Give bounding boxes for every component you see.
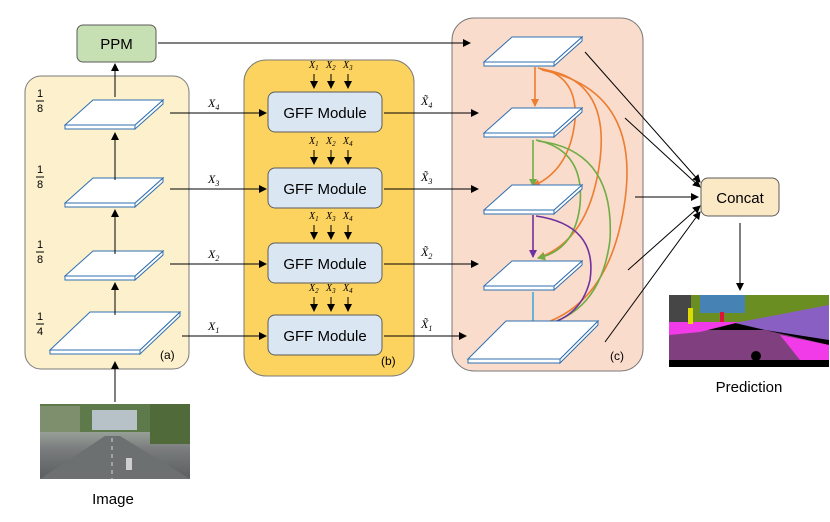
scale-fraction: 18	[36, 164, 44, 191]
output-feature-label: X̃3	[420, 170, 432, 186]
gate-input-label: X4	[342, 211, 353, 223]
panel-a-label: (a)	[160, 348, 175, 362]
gff-module-box	[267, 91, 383, 133]
input-feature-label: X3	[207, 172, 219, 188]
gate-input-label: X3	[325, 211, 336, 223]
scale-den: 8	[37, 103, 43, 115]
gate-input-label: X1	[308, 136, 319, 148]
scale-num: 1	[37, 88, 43, 100]
panel-b	[243, 59, 415, 377]
input-feature-label: X2	[207, 247, 219, 263]
input-feature-label: X1	[207, 319, 219, 335]
fusion-curves	[529, 67, 628, 337]
gate-input-label: X4	[342, 136, 353, 148]
image-caption: Image	[92, 491, 134, 508]
fused-map-2	[482, 183, 584, 216]
ppm-box	[76, 24, 157, 63]
scale-den: 8	[37, 179, 43, 191]
panel-b-label: (b)	[381, 354, 396, 368]
ppm-label: PPM	[100, 36, 133, 53]
fused-map-3	[482, 259, 584, 292]
fused-map-0	[482, 35, 584, 68]
gff-module-box	[267, 314, 383, 356]
gff-module-label: GFF Module	[283, 181, 366, 198]
scale-fraction: 18	[36, 88, 44, 115]
gff-module-box	[267, 242, 383, 284]
fused-map-1	[482, 106, 584, 139]
gate-input-label: X3	[342, 60, 353, 72]
pyramid-level-2	[63, 249, 165, 282]
concat-input-arrows	[584, 51, 701, 343]
input-feature-label: X4	[207, 96, 219, 112]
scale-num: 1	[37, 164, 43, 176]
gff-module-box	[267, 167, 383, 209]
panel-a	[24, 75, 190, 370]
output-feature-label: X̃1	[420, 317, 432, 333]
pyramid-level-4	[63, 98, 165, 131]
gff-module-label: GFF Module	[283, 328, 366, 345]
input-image	[40, 404, 190, 479]
pyramid-level-1	[48, 310, 182, 356]
gff-module-label: GFF Module	[283, 105, 366, 122]
gate-input-label: X2	[325, 136, 336, 148]
output-feature-label: X̃4	[420, 94, 432, 110]
panel-c-label: (c)	[610, 349, 624, 363]
fused-map-4	[466, 319, 600, 365]
prediction-caption: Prediction	[716, 379, 783, 396]
scale-num: 1	[37, 311, 43, 323]
output-feature-label: X̃2	[420, 245, 432, 261]
gate-input-label: X1	[308, 211, 319, 223]
concat-label: Concat	[716, 190, 764, 207]
gate-input-label: X2	[308, 283, 319, 295]
scale-den: 8	[37, 254, 43, 266]
scale-fraction: 18	[36, 239, 44, 266]
gate-input-label: X4	[342, 283, 353, 295]
prediction-image	[669, 295, 829, 367]
gff-module-label: GFF Module	[283, 256, 366, 273]
gate-input-label: X2	[325, 60, 336, 72]
scale-den: 4	[37, 326, 43, 338]
gate-input-label: X1	[308, 60, 319, 72]
pyramid-level-3	[63, 176, 165, 209]
scale-fraction: 14	[36, 311, 44, 338]
concat-box	[700, 177, 780, 217]
gate-input-label: X3	[325, 283, 336, 295]
scale-num: 1	[37, 239, 43, 251]
